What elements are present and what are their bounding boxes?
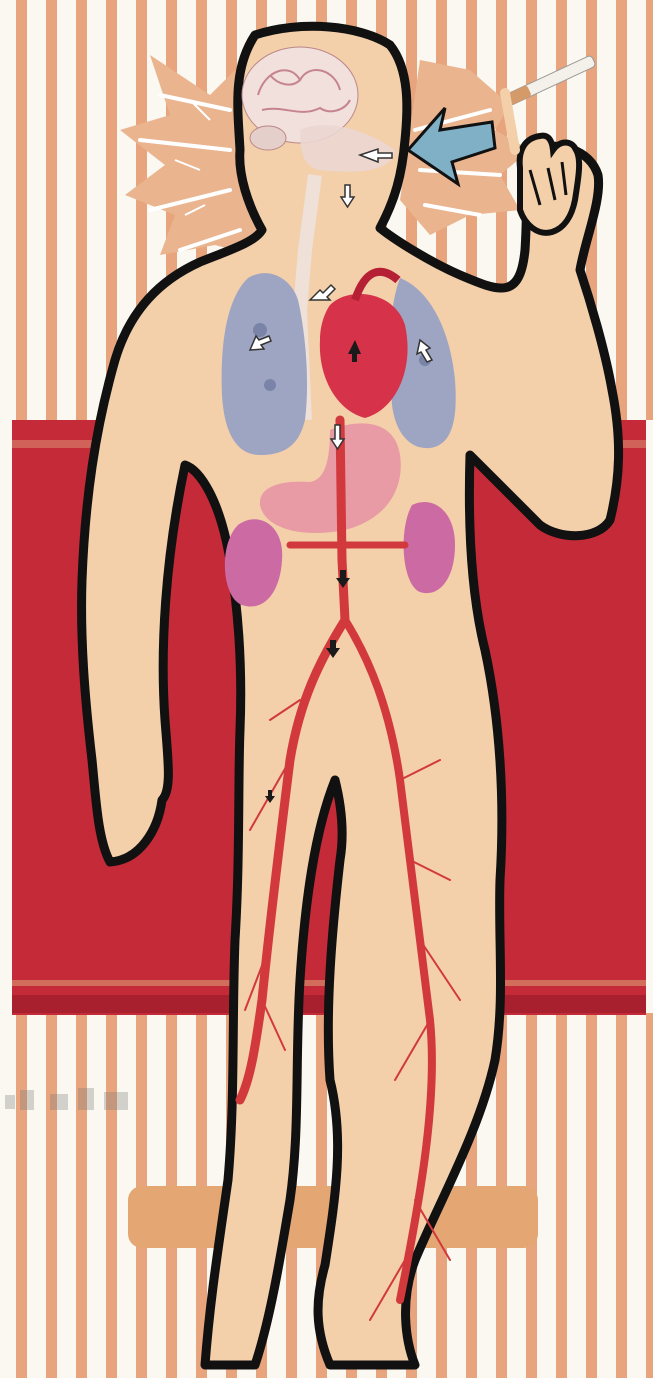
- background-stripe: [616, 0, 627, 420]
- background-stripe: [646, 0, 653, 420]
- background-stripe: [106, 1013, 117, 1378]
- background-stripe: [616, 1013, 627, 1378]
- background-stripe: [646, 1013, 653, 1378]
- background-stripe: [16, 1013, 27, 1378]
- background-stripe: [46, 1013, 57, 1378]
- background-stripe: [76, 0, 87, 420]
- background-stripe: [586, 1013, 597, 1378]
- background-stripe: [556, 1013, 567, 1378]
- background-stripe: [16, 0, 27, 420]
- raised-hand: [520, 136, 579, 233]
- background-stripe: [76, 1013, 87, 1378]
- background-stripe: [46, 0, 57, 420]
